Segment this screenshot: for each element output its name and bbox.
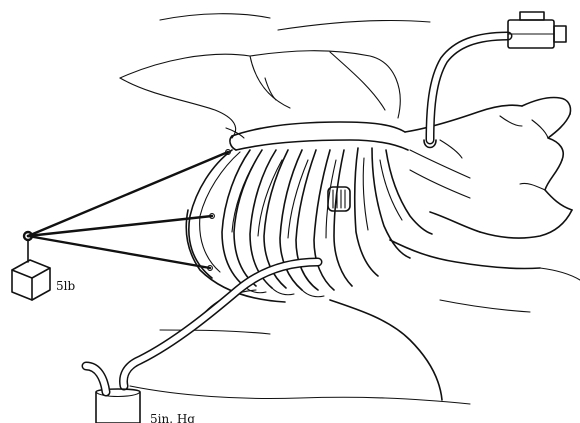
suction-pressure-label: 5in. Hg bbox=[150, 412, 195, 423]
weight-label: 5lb bbox=[56, 279, 75, 293]
rib-hooks bbox=[208, 150, 231, 271]
body-contour bbox=[130, 210, 580, 404]
traction-cords bbox=[28, 152, 228, 268]
airway-connector bbox=[508, 12, 566, 48]
suction-bottle bbox=[86, 366, 140, 423]
rib-cage bbox=[189, 148, 432, 297]
retracted-skin-flap bbox=[226, 122, 408, 150]
drape bbox=[120, 14, 430, 138]
chest-clip-device bbox=[328, 187, 350, 211]
airway-tube bbox=[424, 36, 508, 148]
drainage-tube bbox=[124, 262, 318, 386]
weight-block bbox=[12, 260, 50, 300]
